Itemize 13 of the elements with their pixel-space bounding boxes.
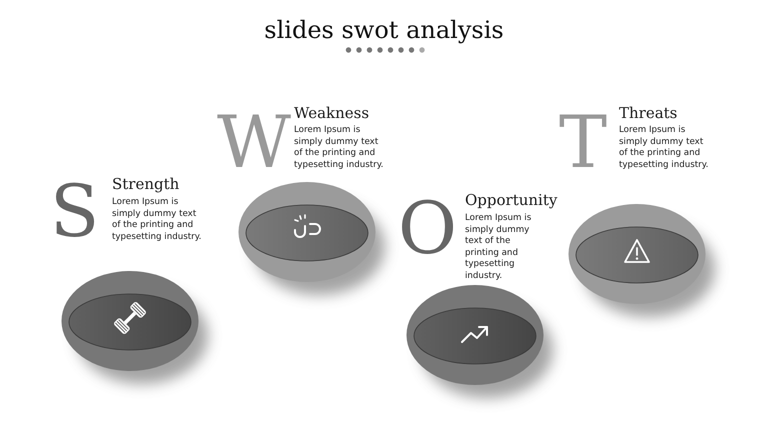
section-description: Lorem Ipsum is simply dummy text of the printing and typesetting industry. — [112, 197, 202, 244]
initial-letter: O — [398, 192, 458, 264]
section-description: Lorem Ipsum is simply dummy text of the printing and typesetting industry. — [465, 213, 532, 283]
initial-letter: T — [559, 106, 608, 178]
section-description: Lorem Ipsum is simply dummy text of the printing and typesetting industry. — [619, 125, 710, 172]
initial-letter: W — [217, 106, 292, 178]
section-description: Lorem Ipsum is simply dummy text of the printing and typesetting industry. — [294, 125, 384, 172]
section-heading: Opportunity — [465, 191, 558, 209]
section-heading: Weakness — [294, 104, 370, 122]
section-heading: Threats — [619, 104, 678, 122]
section-heading: Strength — [112, 175, 180, 193]
title: slides swot analysis — [264, 15, 504, 45]
initial-letter: S — [50, 175, 100, 247]
